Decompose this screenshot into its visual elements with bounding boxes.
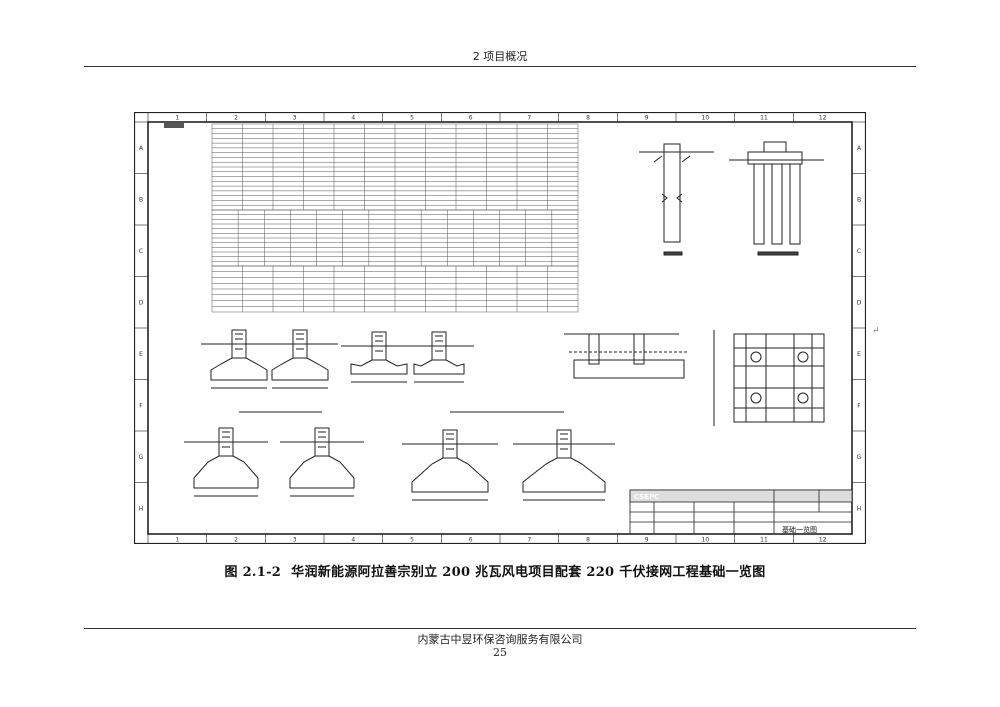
row-letter-label: A [857,145,862,152]
column-number-label: 8 [586,537,590,544]
row-letter-label: H [139,505,144,512]
column-number-label: 12 [819,115,827,122]
column-number-label: 8 [586,115,590,122]
column-number-label: 11 [760,115,768,122]
row-letter-label: B [139,196,143,203]
paragraph-mark: ↵ [872,326,880,336]
row-letter-label: C [139,248,143,255]
column-number-label: 2 [234,537,238,544]
page-number: 25 [493,646,507,659]
figure-title: 华润新能源阿拉善宗别立 200 兆瓦风电项目配套 220 千伏接网工程基础一览图 [291,565,766,580]
column-number-label: 12 [819,537,827,544]
row-letter-label: E [857,351,861,358]
row-letter-label: G [139,454,144,461]
column-number-label: 6 [469,537,473,544]
footer-company: 内蒙古中昱环保咨询服务有限公司 [417,633,583,646]
column-number-label: 4 [351,537,355,544]
column-number-label: 2 [234,115,238,122]
row-letter-label: G [857,454,862,461]
column-number-label: 3 [293,537,297,544]
column-number-label: 6 [469,115,473,122]
column-number-label: 11 [760,537,768,544]
column-number-label: 1 [175,115,179,122]
column-number-label: 7 [527,537,531,544]
row-letter-label: F [857,402,861,409]
foundation-tables [164,122,579,313]
column-number-label: 9 [645,115,649,122]
row-letter-label: E [139,351,143,358]
title-block-logo: CSEPC [634,493,659,501]
figure-caption: 图 2.1-2 华润新能源阿拉善宗别立 200 兆瓦风电项目配套 220 千伏接网… [84,561,916,580]
column-number-label: 4 [351,115,355,122]
footer-rule [84,628,916,629]
column-number-label: 5 [410,537,414,544]
header-rule [84,66,916,67]
column-number-label: 3 [293,115,297,122]
pile-cap-elevation [729,141,824,256]
title-block-drawing-name: 基础一览图 [782,525,817,534]
single-pile-elevation [639,143,714,256]
row-letter-label: D [857,299,862,306]
column-number-label: 10 [702,537,710,544]
row-letter-label: C [857,248,861,255]
section-title: 2 项目概况 [472,50,528,63]
column-number-label: 5 [410,115,414,122]
stepped-foundations [184,329,615,501]
column-number-label: 7 [527,115,531,122]
title-block [629,489,853,535]
column-number-label: 9 [645,537,649,544]
foundation-plan-view [713,330,825,426]
row-ticks [134,121,866,483]
row-letter-label: D [139,299,144,306]
row-letter-label: F [139,402,143,409]
column-number-label: 1 [175,537,179,544]
figure-number: 图 2.1-2 [224,565,282,580]
row-letter-label: B [857,196,861,203]
anchor-bolt-foundation [564,333,689,379]
row-letter-label: H [857,505,862,512]
page-header: 2 项目概况 [84,48,916,66]
row-letter-label: A [139,145,144,152]
column-ticks [147,112,794,544]
outer-frame [133,111,867,545]
column-number-label: 10 [702,115,710,122]
